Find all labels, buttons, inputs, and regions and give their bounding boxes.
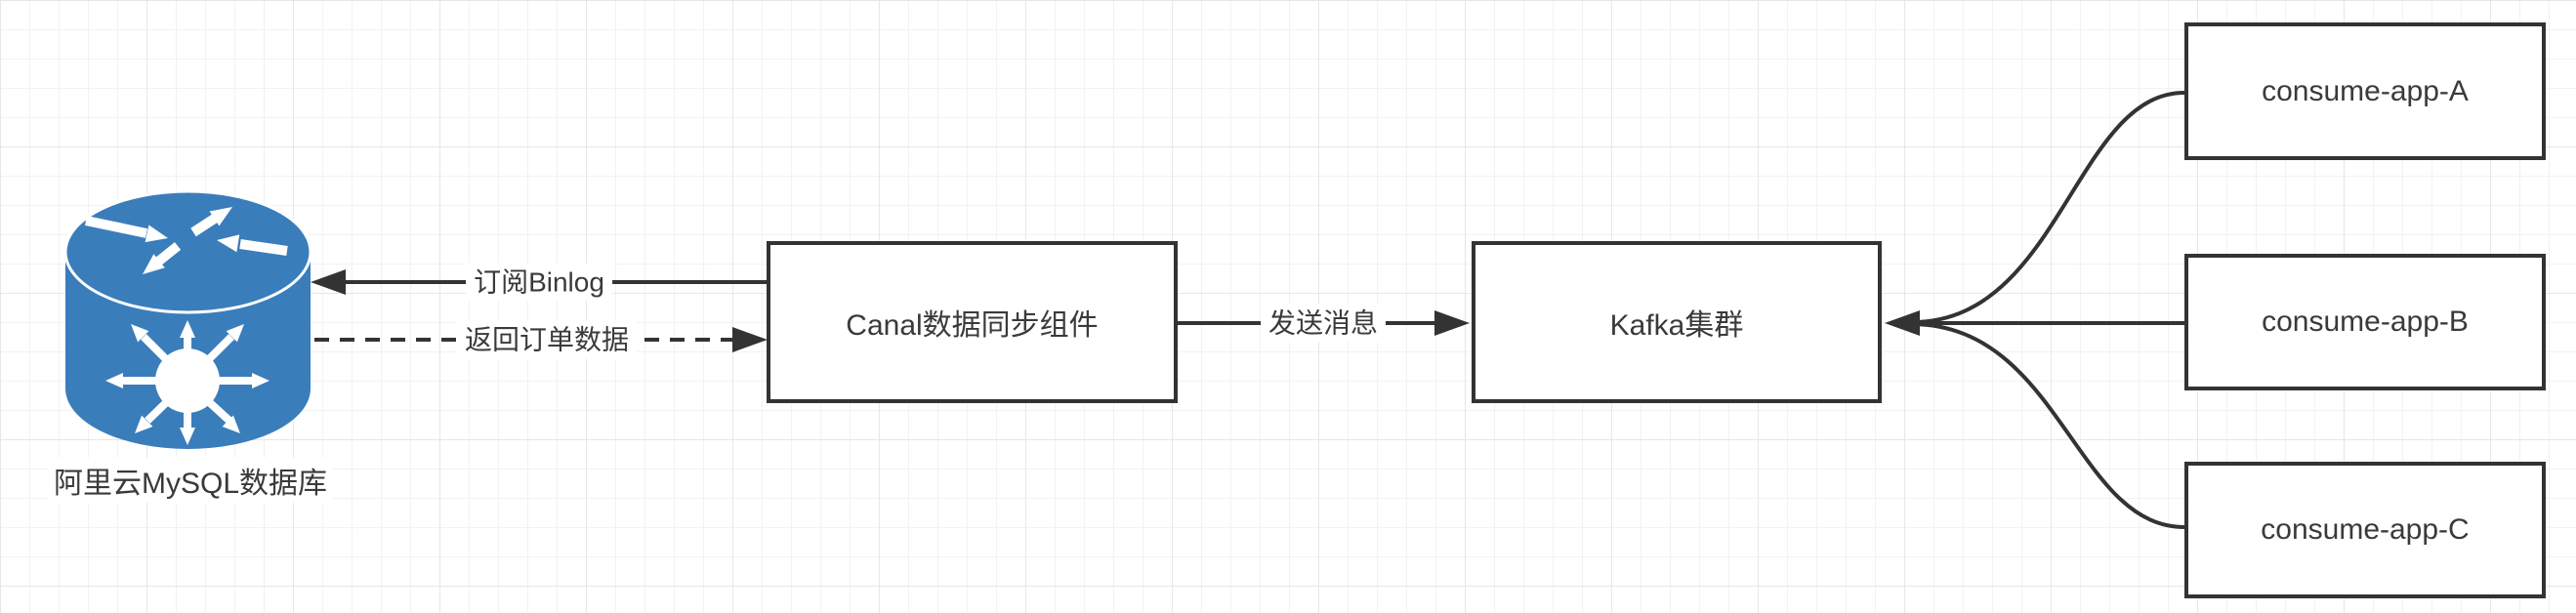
edge-label-send-message: 发送消息 — [1260, 304, 1387, 343]
edge-subscribe-binlog-arrowhead — [311, 269, 346, 295]
database-label: 阿里云MySQL数据库 — [47, 458, 334, 503]
node-consume-app-c: consume-app-C — [2184, 462, 2546, 598]
edge-consume-c-to-kafka — [1911, 322, 2185, 529]
node-canal: Canal数据同步组件 — [767, 241, 1178, 403]
node-kafka: Kafka集群 — [1472, 241, 1882, 403]
edge-consume-merge-arrowhead — [1885, 310, 1920, 336]
database-icon — [63, 189, 312, 449]
node-consume-app-b-label: consume-app-B — [2262, 306, 2469, 338]
db-hub-broadcast-icon — [105, 320, 270, 445]
db-top-routing-arrows — [84, 207, 288, 274]
node-canal-label: Canal数据同步组件 — [846, 309, 1099, 342]
node-kafka-label: Kafka集群 — [1609, 309, 1744, 342]
db-cylinder-top — [63, 189, 312, 314]
node-consume-app-a-label: consume-app-A — [2262, 74, 2469, 107]
edge-label-subscribe-binlog: 订阅Binlog — [466, 263, 612, 302]
node-consume-app-c-label: consume-app-C — [2261, 513, 2470, 546]
edge-label-return-order-data: 返回订单数据 — [456, 320, 638, 359]
edge-send-message-arrowhead — [1434, 310, 1470, 336]
edge-return-order-data-arrowhead — [732, 327, 768, 352]
node-consume-app-b: consume-app-B — [2184, 254, 2546, 390]
edge-consume-a-to-kafka — [1911, 91, 2185, 324]
node-consume-app-a: consume-app-A — [2184, 22, 2546, 160]
